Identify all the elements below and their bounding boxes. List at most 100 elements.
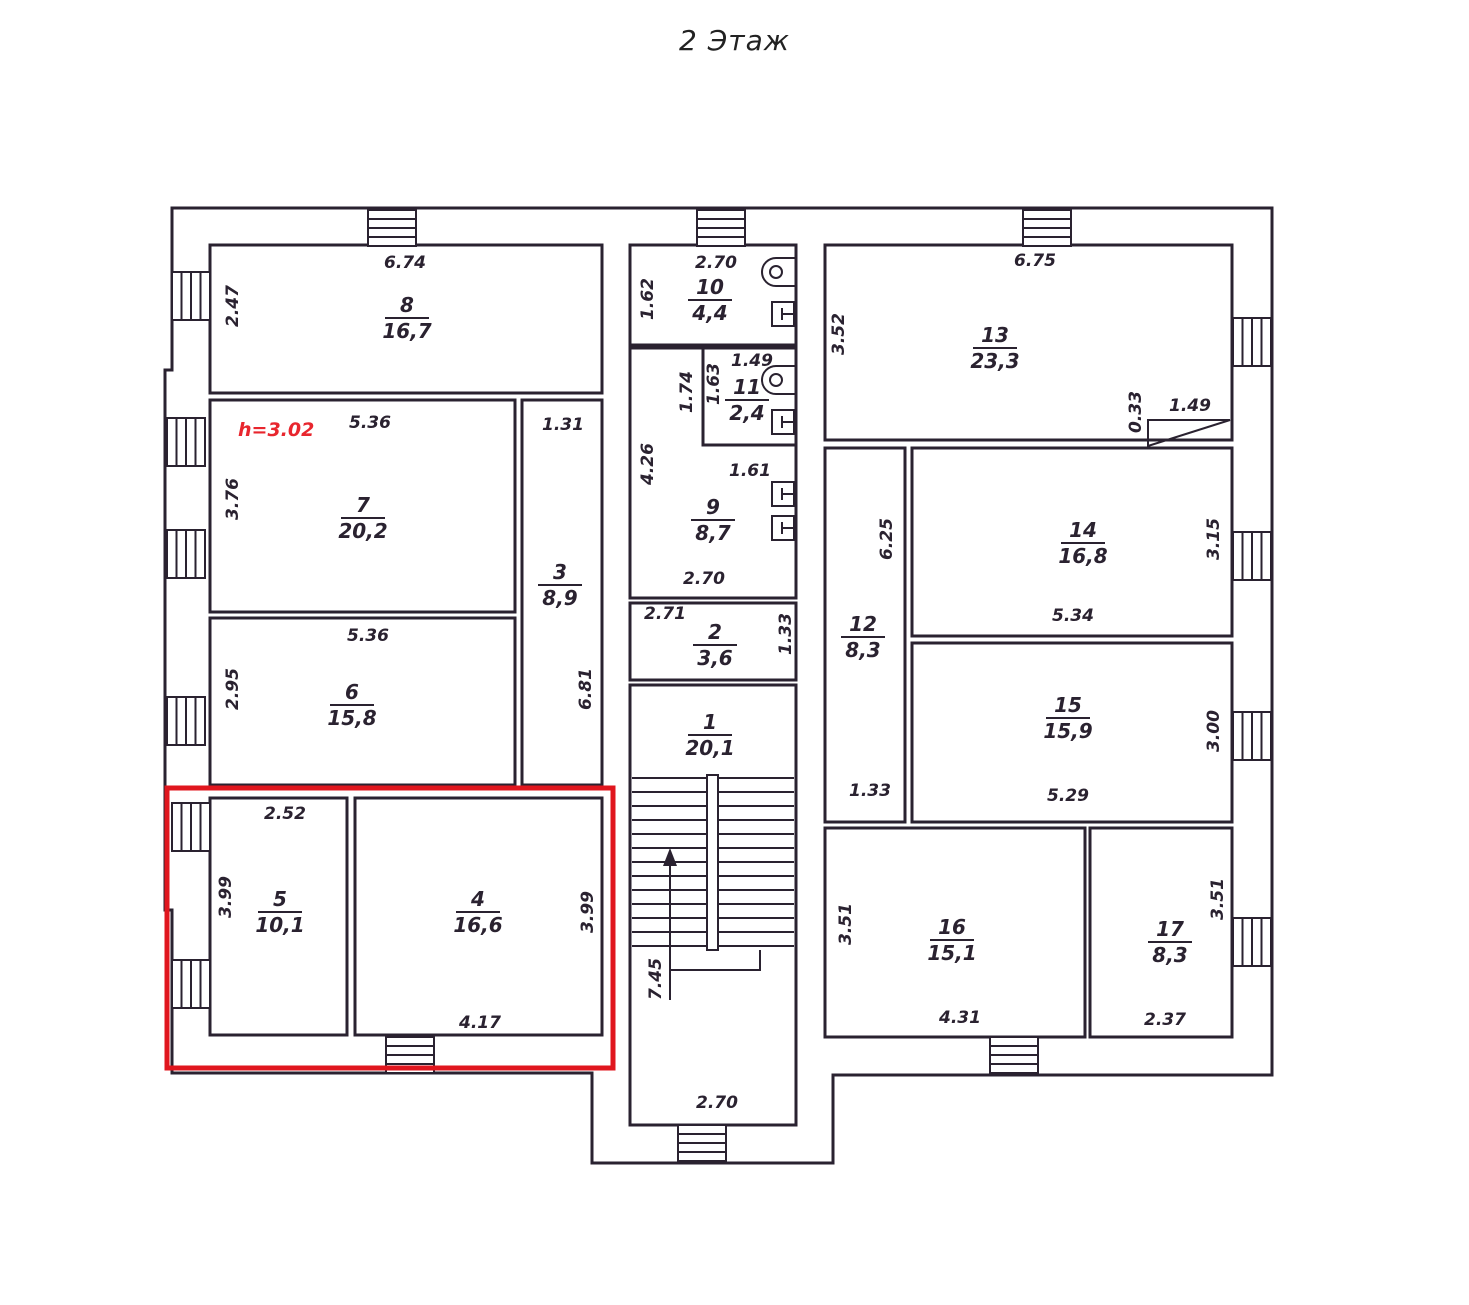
dimension-label: 1.61 (729, 461, 771, 481)
dimension-label: 1.31 (542, 415, 584, 435)
room-label-11: 112,4 (725, 375, 769, 425)
room-number: 17 (1156, 917, 1184, 941)
dimension-label: 5.36 (347, 626, 389, 646)
stair-divider (706, 774, 719, 951)
dimension-label: 1.49 (1169, 396, 1211, 416)
dimension-label: 2.47 (223, 285, 243, 327)
room-number: 14 (1069, 518, 1097, 542)
room-area: 8,7 (695, 521, 731, 545)
dimension-label: 4.31 (938, 1008, 981, 1028)
room-number: 7 (356, 493, 370, 517)
dimension-label: 4.26 (638, 443, 658, 486)
dimension-label: 3.76 (223, 478, 243, 520)
dimension-label: 6.25 (877, 518, 897, 560)
room-number: 13 (981, 323, 1009, 347)
dimension-label: 2.52 (264, 804, 306, 824)
dimension-label: 3.00 (1204, 710, 1224, 752)
dimension-labels: 6.74 2.47 5.36 1.31 3.76 5.36 2.95 6.81 2.52 3.99… (216, 251, 1228, 1113)
room-area: 16,6 (453, 913, 502, 937)
outer-wall (163, 206, 1274, 1165)
room-label-9: 98,7 (691, 495, 735, 545)
dimension-label: 1.33 (776, 613, 796, 655)
room-number: 6 (345, 680, 359, 704)
room-area: 20,1 (685, 736, 734, 760)
room-13 (823, 243, 1234, 442)
room-label-3: 38,9 (538, 560, 582, 610)
fixtures (761, 257, 796, 541)
dimension-label: 6.75 (1014, 251, 1056, 271)
room-3 (520, 398, 604, 787)
room-2 (628, 601, 798, 682)
room-7 (208, 398, 517, 614)
room-label-6: 615,8 (327, 680, 376, 730)
toilet-icon (761, 365, 796, 395)
room-number: 15 (1054, 693, 1082, 717)
room-number: 11 (733, 375, 761, 399)
room-label-10: 104,4 (688, 275, 732, 325)
room-label-8: 816,7 (382, 293, 431, 343)
dimension-label: 6.74 (384, 253, 426, 273)
dimension-label: 2.95 (223, 668, 243, 710)
rooms (208, 243, 1234, 1127)
room-label-17: 178,3 (1148, 917, 1192, 967)
room-area: 23,3 (970, 349, 1019, 373)
window (1232, 531, 1272, 581)
dimension-label: 3.99 (216, 876, 236, 918)
ceiling-height-label: h=3.02 (238, 419, 314, 441)
room-label-7: 720,2 (338, 493, 387, 543)
dimension-label: 4.17 (458, 1013, 501, 1033)
window (696, 209, 746, 247)
room-number: 10 (696, 275, 724, 299)
dimension-label: 2.70 (696, 1093, 738, 1113)
dimension-label: 2.37 (1144, 1010, 1186, 1030)
dimension-label: 2.71 (644, 604, 686, 624)
dimension-label: 0.33 (1126, 391, 1146, 433)
dimension-label: 1.63 (704, 363, 724, 405)
dimension-label: 1.33 (849, 781, 891, 801)
room-area: 8,3 (845, 638, 880, 662)
room-5 (208, 796, 349, 1037)
sink-icon (771, 481, 795, 507)
room-label-1: 120,1 (685, 710, 734, 760)
highlight-rooms-4-5 (164, 785, 616, 1071)
floor-title: 2 Этаж (679, 24, 790, 57)
room-number: 8 (400, 293, 414, 317)
room-labels: 120,1 23,6 38,9 416,6 510,1 615,8 720,2 816,7 98… (255, 275, 1192, 967)
dimension-label: 3.99 (578, 891, 598, 933)
window (1022, 209, 1072, 247)
arrow-head-icon (663, 848, 677, 866)
room-11 (701, 346, 798, 447)
room-label-4: 416,6 (453, 887, 502, 937)
room-number: 4 (470, 887, 485, 911)
windows (166, 209, 1272, 1162)
room-label-2: 23,6 (693, 620, 737, 670)
ramp-wedge (1147, 419, 1231, 448)
room-number: 3 (553, 560, 567, 584)
room-4 (353, 796, 604, 1037)
window (166, 696, 206, 746)
dimension-label: 2.70 (683, 569, 725, 589)
window (171, 959, 211, 1009)
room-label-5: 510,1 (255, 887, 304, 937)
window (166, 529, 206, 579)
room-number: 5 (273, 887, 287, 911)
dimension-label: 5.36 (349, 413, 391, 433)
room-6 (208, 616, 517, 787)
room-area: 2,4 (729, 401, 764, 425)
dimension-label: 7.45 (646, 958, 666, 1000)
room-area: 15,9 (1043, 719, 1092, 743)
dimension-label: 6.81 (576, 668, 596, 710)
room-area: 15,1 (927, 941, 976, 965)
dimension-label: 3.51 (836, 903, 856, 945)
window (171, 271, 211, 321)
dimension-label: 5.34 (1052, 606, 1094, 626)
window (989, 1036, 1039, 1074)
stair-landing (669, 950, 761, 1000)
staircase (632, 774, 794, 1000)
room-area: 3,6 (697, 646, 733, 670)
window (1232, 317, 1272, 367)
